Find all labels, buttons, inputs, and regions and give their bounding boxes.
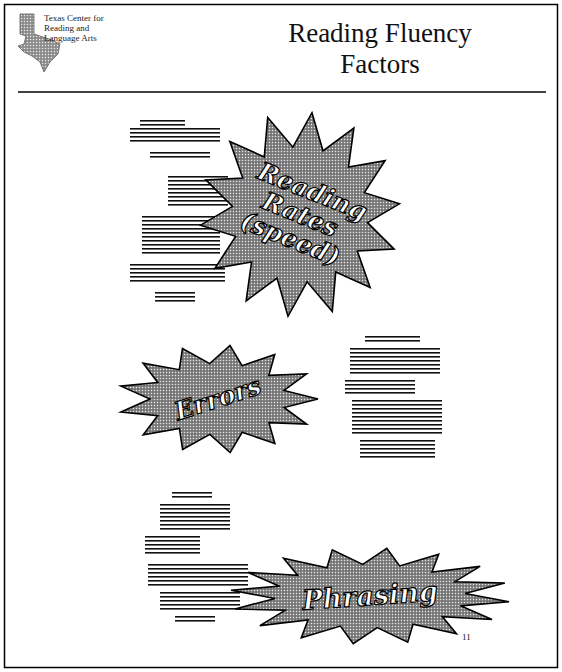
page-number: 11 (462, 632, 492, 642)
starburst-shape: Phrasing (230, 548, 510, 644)
header-rule (18, 91, 546, 93)
text-stripes (130, 120, 228, 302)
starburst-shape: Reading Rates (speed) (200, 112, 400, 317)
text-stripes (145, 490, 248, 622)
slide-frame (5, 5, 558, 668)
starburst-shape: Errors (118, 345, 318, 453)
logo-text: Texas Center for Reading and Language Ar… (44, 13, 122, 43)
slide-title: Reading Fluency Factors (275, 18, 485, 80)
text-stripes (345, 335, 442, 458)
